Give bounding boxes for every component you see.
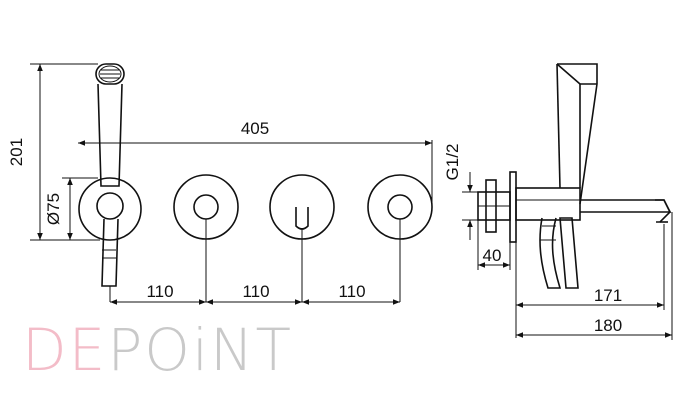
- side-wall-plate: [509, 171, 517, 243]
- dim-label-diameter: Ø75: [44, 193, 63, 225]
- dim-spacing: 110 110 110: [110, 282, 400, 305]
- side-spout: [580, 199, 672, 213]
- dim-label-width: 405: [241, 119, 269, 138]
- dim-label-thread: G1/2: [443, 144, 462, 181]
- logo-part-2: POiNT: [107, 316, 293, 384]
- dim-405: 405: [78, 119, 433, 205]
- spray-grill: [100, 69, 120, 79]
- side-shower-handle: [556, 63, 561, 189]
- side-view: [477, 63, 672, 289]
- dim-40: 40: [477, 220, 511, 270]
- side-mixer-body: [515, 187, 581, 221]
- dim-171: 171: [515, 224, 665, 338]
- hose-connector: [101, 218, 119, 287]
- control-knob-1: [193, 194, 219, 220]
- control-knob-3: [387, 194, 413, 220]
- side-hose: [539, 217, 562, 289]
- diverter-lever: [295, 207, 309, 230]
- side-shower-head: [557, 63, 598, 205]
- shower-head-spray-face: [98, 65, 122, 83]
- dim-label-spacing-2: 110: [242, 282, 269, 301]
- dim-label-height: 201: [7, 138, 26, 166]
- side-holder: [559, 217, 579, 289]
- shower-head: [95, 63, 125, 85]
- holder-plate: [78, 177, 142, 241]
- dim-label-spout: 171: [594, 286, 622, 305]
- shower-handle: [97, 83, 123, 187]
- dim-label-depth: 40: [483, 246, 502, 265]
- dim-201: 201: [7, 63, 100, 241]
- dim-label-spacing-3: 110: [338, 282, 365, 301]
- dim-label-spacing-1: 110: [146, 282, 173, 301]
- front-view: [78, 63, 433, 302]
- brand-logo: DEPOiNT: [22, 316, 293, 384]
- logo-part-1: DE: [22, 316, 108, 384]
- dim-label-overall: 180: [594, 316, 622, 335]
- dim-diameter: Ø75: [44, 177, 98, 241]
- dim-180: 180: [516, 212, 673, 340]
- dim-thread: G1/2: [443, 144, 478, 240]
- holder-cup: [96, 192, 124, 220]
